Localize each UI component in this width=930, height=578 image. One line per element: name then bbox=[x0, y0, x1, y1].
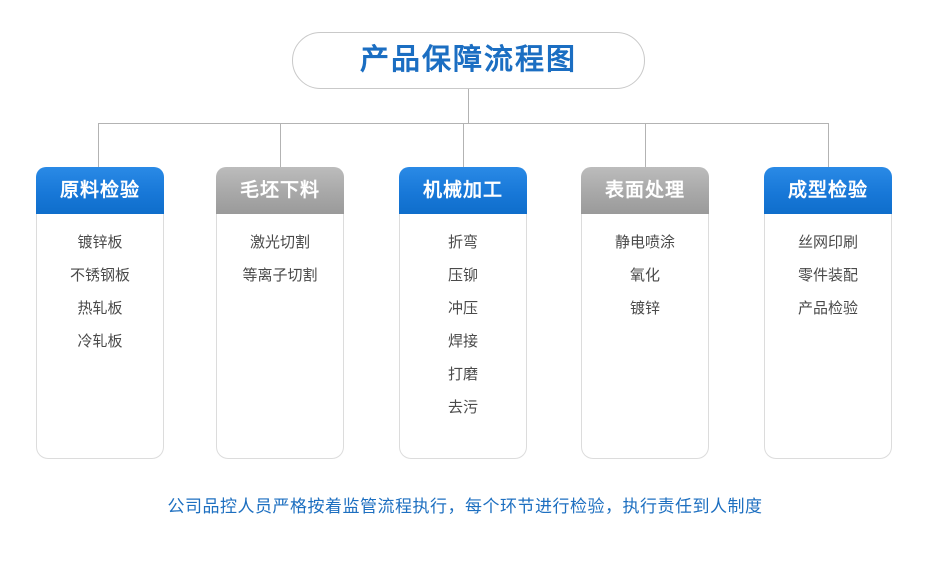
connector-drop-4 bbox=[645, 123, 646, 168]
process-column-4-header[interactable]: 表面处理 bbox=[581, 167, 709, 214]
connector-drop-1 bbox=[98, 123, 99, 168]
process-column-4-body: 静电喷涂 氧化 镀锌 bbox=[581, 214, 709, 459]
process-column-2-header[interactable]: 毛坯下料 bbox=[216, 167, 344, 214]
list-item: 去污 bbox=[447, 399, 478, 416]
list-item: 氧化 bbox=[629, 267, 660, 284]
process-column-3-title: 机械加工 bbox=[422, 180, 503, 201]
process-column-4[interactable]: 表面处理 静电喷涂 氧化 镀锌 bbox=[581, 167, 709, 459]
process-column-3-body: 折弯 压铆 冲压 焊接 打磨 去污 bbox=[399, 214, 527, 459]
process-column-3[interactable]: 机械加工 折弯 压铆 冲压 焊接 打磨 去污 bbox=[399, 167, 527, 459]
process-column-5-body: 丝网印刷 零件装配 产品检验 bbox=[764, 214, 892, 459]
list-item: 压铆 bbox=[447, 267, 478, 284]
list-item: 静电喷涂 bbox=[614, 234, 675, 251]
list-item: 镀锌 bbox=[629, 300, 660, 317]
connector-drop-3 bbox=[463, 123, 464, 168]
process-column-2[interactable]: 毛坯下料 激光切割 等离子切割 bbox=[216, 167, 344, 459]
list-item: 零件装配 bbox=[797, 267, 858, 284]
list-item: 热轧板 bbox=[77, 300, 123, 317]
list-item: 产品检验 bbox=[797, 300, 858, 317]
process-column-5[interactable]: 成型检验 丝网印刷 零件装配 产品检验 bbox=[764, 167, 892, 459]
chart-title: 产品保障流程图 bbox=[359, 44, 577, 76]
process-column-5-title: 成型检验 bbox=[787, 180, 868, 201]
process-column-1-body: 镀锌板 不锈钢板 热轧板 冷轧板 bbox=[36, 214, 164, 459]
list-item: 镀锌板 bbox=[77, 234, 123, 251]
list-item: 冲压 bbox=[447, 300, 478, 317]
connector-title-stem bbox=[468, 89, 469, 123]
process-column-2-body: 激光切割 等离子切割 bbox=[216, 214, 344, 459]
process-column-1-title: 原料检验 bbox=[59, 180, 140, 201]
list-item: 等离子切割 bbox=[242, 267, 318, 284]
list-item: 折弯 bbox=[447, 234, 478, 251]
list-item: 打磨 bbox=[447, 366, 478, 383]
list-item: 激光切割 bbox=[249, 234, 310, 251]
process-column-1[interactable]: 原料检验 镀锌板 不锈钢板 热轧板 冷轧板 bbox=[36, 167, 164, 459]
chart-title-box: 产品保障流程图 bbox=[292, 32, 645, 89]
list-item: 焊接 bbox=[447, 333, 478, 350]
list-item: 丝网印刷 bbox=[797, 234, 858, 251]
process-column-1-header[interactable]: 原料检验 bbox=[36, 167, 164, 214]
list-item: 冷轧板 bbox=[77, 333, 123, 350]
connector-drop-2 bbox=[280, 123, 281, 168]
process-column-4-title: 表面处理 bbox=[604, 180, 685, 201]
connector-drop-5 bbox=[828, 123, 829, 168]
process-column-5-header[interactable]: 成型检验 bbox=[764, 167, 892, 214]
process-column-2-title: 毛坯下料 bbox=[239, 180, 320, 201]
footer-note: 公司品控人员严格按着监管流程执行，每个环节进行检验，执行责任到人制度 bbox=[167, 497, 763, 516]
process-column-3-header[interactable]: 机械加工 bbox=[399, 167, 527, 214]
list-item: 不锈钢板 bbox=[69, 267, 130, 284]
